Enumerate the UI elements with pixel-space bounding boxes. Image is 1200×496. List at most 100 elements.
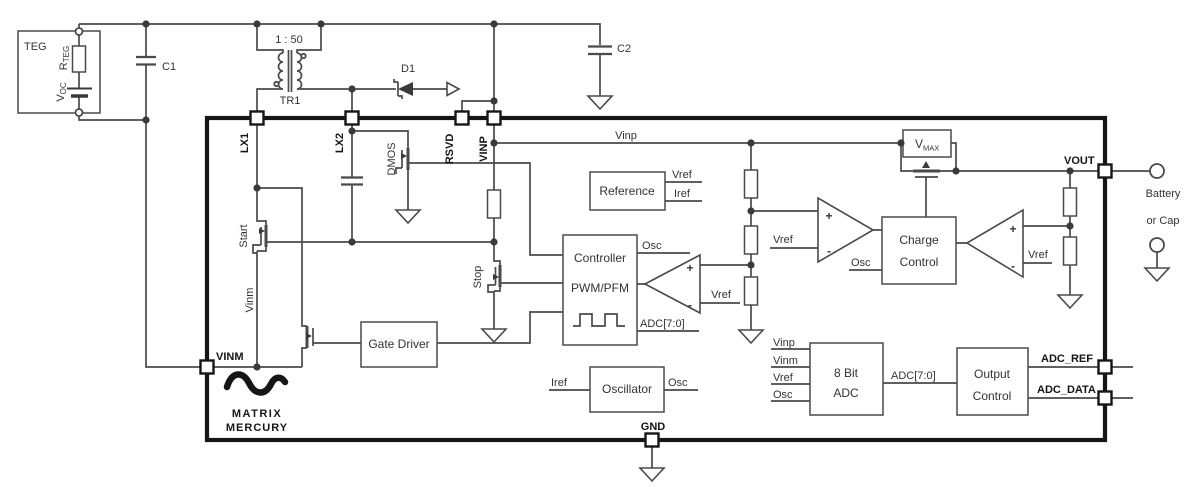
pin-rsvd — [454, 110, 470, 126]
oscillator-label: Oscillator — [602, 382, 652, 396]
dot — [952, 167, 960, 175]
comparator-A-minus: - — [827, 244, 831, 258]
comparator-A-vref-label: Vref — [773, 234, 794, 246]
c2-ground-icon — [586, 95, 614, 111]
pwm-wave-icon — [573, 313, 625, 327]
reference-label: Reference — [599, 184, 655, 198]
stop-arrow-icon — [493, 274, 499, 280]
lx1-net — [256, 124, 267, 367]
dot — [348, 127, 356, 135]
stop-ground-icon — [480, 328, 508, 344]
rteg-label: RTEG — [58, 46, 71, 70]
tr1-core — [287, 50, 293, 92]
vinm-wire-label: Vinm — [244, 288, 256, 313]
battery-gnd-terminal — [1149, 237, 1165, 253]
comparator-B-plus: + — [1009, 222, 1016, 236]
dot — [747, 139, 755, 147]
pmos-arrow-icon — [922, 161, 930, 168]
dividerA-ground-icon — [737, 329, 765, 345]
c1-plates — [136, 55, 156, 66]
pin-lx2-label: LX2 — [334, 133, 346, 153]
dot — [317, 20, 325, 28]
battery-ground-icon — [1143, 267, 1171, 283]
teg-top-terminal — [74, 27, 84, 36]
charge-control-label-1: Charge — [899, 233, 939, 247]
start-mosfet: Start — [238, 224, 268, 254]
d1-flow-arrow-icon — [446, 81, 461, 97]
ground-symbols — [638, 294, 1084, 483]
ic-pin-labels: LX1 LX2 RSVD VINP VINM GND VOUT ADC_REF … — [216, 133, 1096, 433]
resistors — [486, 169, 1078, 306]
c2-capacitor: C2 — [586, 43, 631, 111]
logo-wave-icon — [223, 371, 289, 396]
controller-comp-vref-label: Vref — [711, 289, 732, 301]
pin-gnd — [644, 432, 660, 448]
output-control-label-1: Output — [974, 367, 1011, 381]
pin-adc-ref — [1097, 359, 1113, 375]
gatefet-arrow-icon — [306, 333, 312, 339]
comparator-B-minus: - — [1011, 259, 1015, 273]
pin-gnd-label: GND — [641, 421, 666, 433]
tr1-phase-dot-right — [300, 52, 307, 60]
reference-vref-label: Vref — [672, 169, 693, 181]
c2-label: C2 — [617, 43, 631, 55]
dividerA-r2 — [743, 225, 759, 255]
controller-out-lines — [637, 252, 751, 332]
dot — [348, 238, 356, 246]
vmax-block: VMAX — [902, 129, 952, 158]
dmos-gate — [395, 150, 403, 174]
top-rail — [79, 23, 601, 45]
pin-lx2 — [344, 110, 360, 126]
turns-ratio-label: 1 : 50 — [275, 34, 303, 46]
dot — [747, 207, 755, 215]
controller-adcbus-label: ADC[7:0] — [640, 318, 685, 330]
oscillator-box — [589, 366, 665, 413]
dot — [747, 261, 755, 269]
teg-box — [17, 30, 101, 114]
charge-control-box — [881, 216, 957, 285]
oscillator-osc-label: Osc — [668, 377, 688, 389]
pin-vinm — [199, 359, 215, 375]
dot — [142, 20, 150, 28]
stop-label: Stop — [472, 266, 484, 289]
teg-bottom-terminal — [74, 108, 84, 117]
dot — [897, 139, 905, 147]
controller-block: Controller PWM/PFM Osc ADC[7:0] — [562, 234, 685, 346]
vout-divider-ground-icon — [1056, 294, 1084, 310]
vout-terminal — [1149, 163, 1165, 179]
adc-block: 8 Bit ADC Vinp Vinm Vref Osc ADC[7:0] — [773, 337, 936, 416]
gate-driver-block: Gate Driver — [360, 321, 438, 368]
adc-label-2: ADC — [833, 386, 859, 400]
charge-control-osc-label: Osc — [851, 257, 871, 269]
adc-osc-label: Osc — [773, 389, 793, 401]
vout-divider-r2 — [1062, 236, 1078, 266]
pin-rsvd-label: RSVD — [444, 134, 456, 165]
c1-label: C1 — [162, 61, 176, 73]
pin-vinp — [486, 110, 502, 126]
gate-driver-label: Gate Driver — [368, 337, 429, 351]
oscillator-block: Oscillator Iref Osc — [551, 366, 688, 413]
output-control-block: Output Control — [956, 347, 1029, 416]
dividerA-r3 — [743, 276, 759, 306]
gnd-ground-icon — [638, 467, 666, 483]
vinp-res-net — [493, 124, 563, 329]
voc-label: VOC — [55, 82, 68, 102]
ic-internal-wires — [208, 124, 1150, 468]
comparator-A-plus: + — [825, 209, 832, 223]
logo-line-1: MATRIX — [232, 408, 282, 420]
stop-gate — [487, 267, 497, 293]
output-control-box — [956, 347, 1029, 416]
c2-plates — [588, 45, 612, 56]
gatedriver-out-net — [313, 311, 563, 344]
vmax-fet-net — [900, 142, 1150, 217]
logo-line-2: MERCURY — [226, 422, 288, 434]
diode-d1: D1 — [393, 63, 461, 99]
reference-iref-label: Iref — [674, 188, 691, 200]
teg-block: TEG RTEG VOC — [17, 27, 101, 117]
tr1-phase-dot-left — [273, 80, 280, 88]
reference-out-lines — [665, 181, 702, 202]
c1-capacitor: C1 — [136, 55, 176, 73]
dot — [253, 363, 261, 371]
rteg-resistor — [71, 45, 87, 73]
pin-vout-label: VOUT — [1064, 155, 1095, 167]
